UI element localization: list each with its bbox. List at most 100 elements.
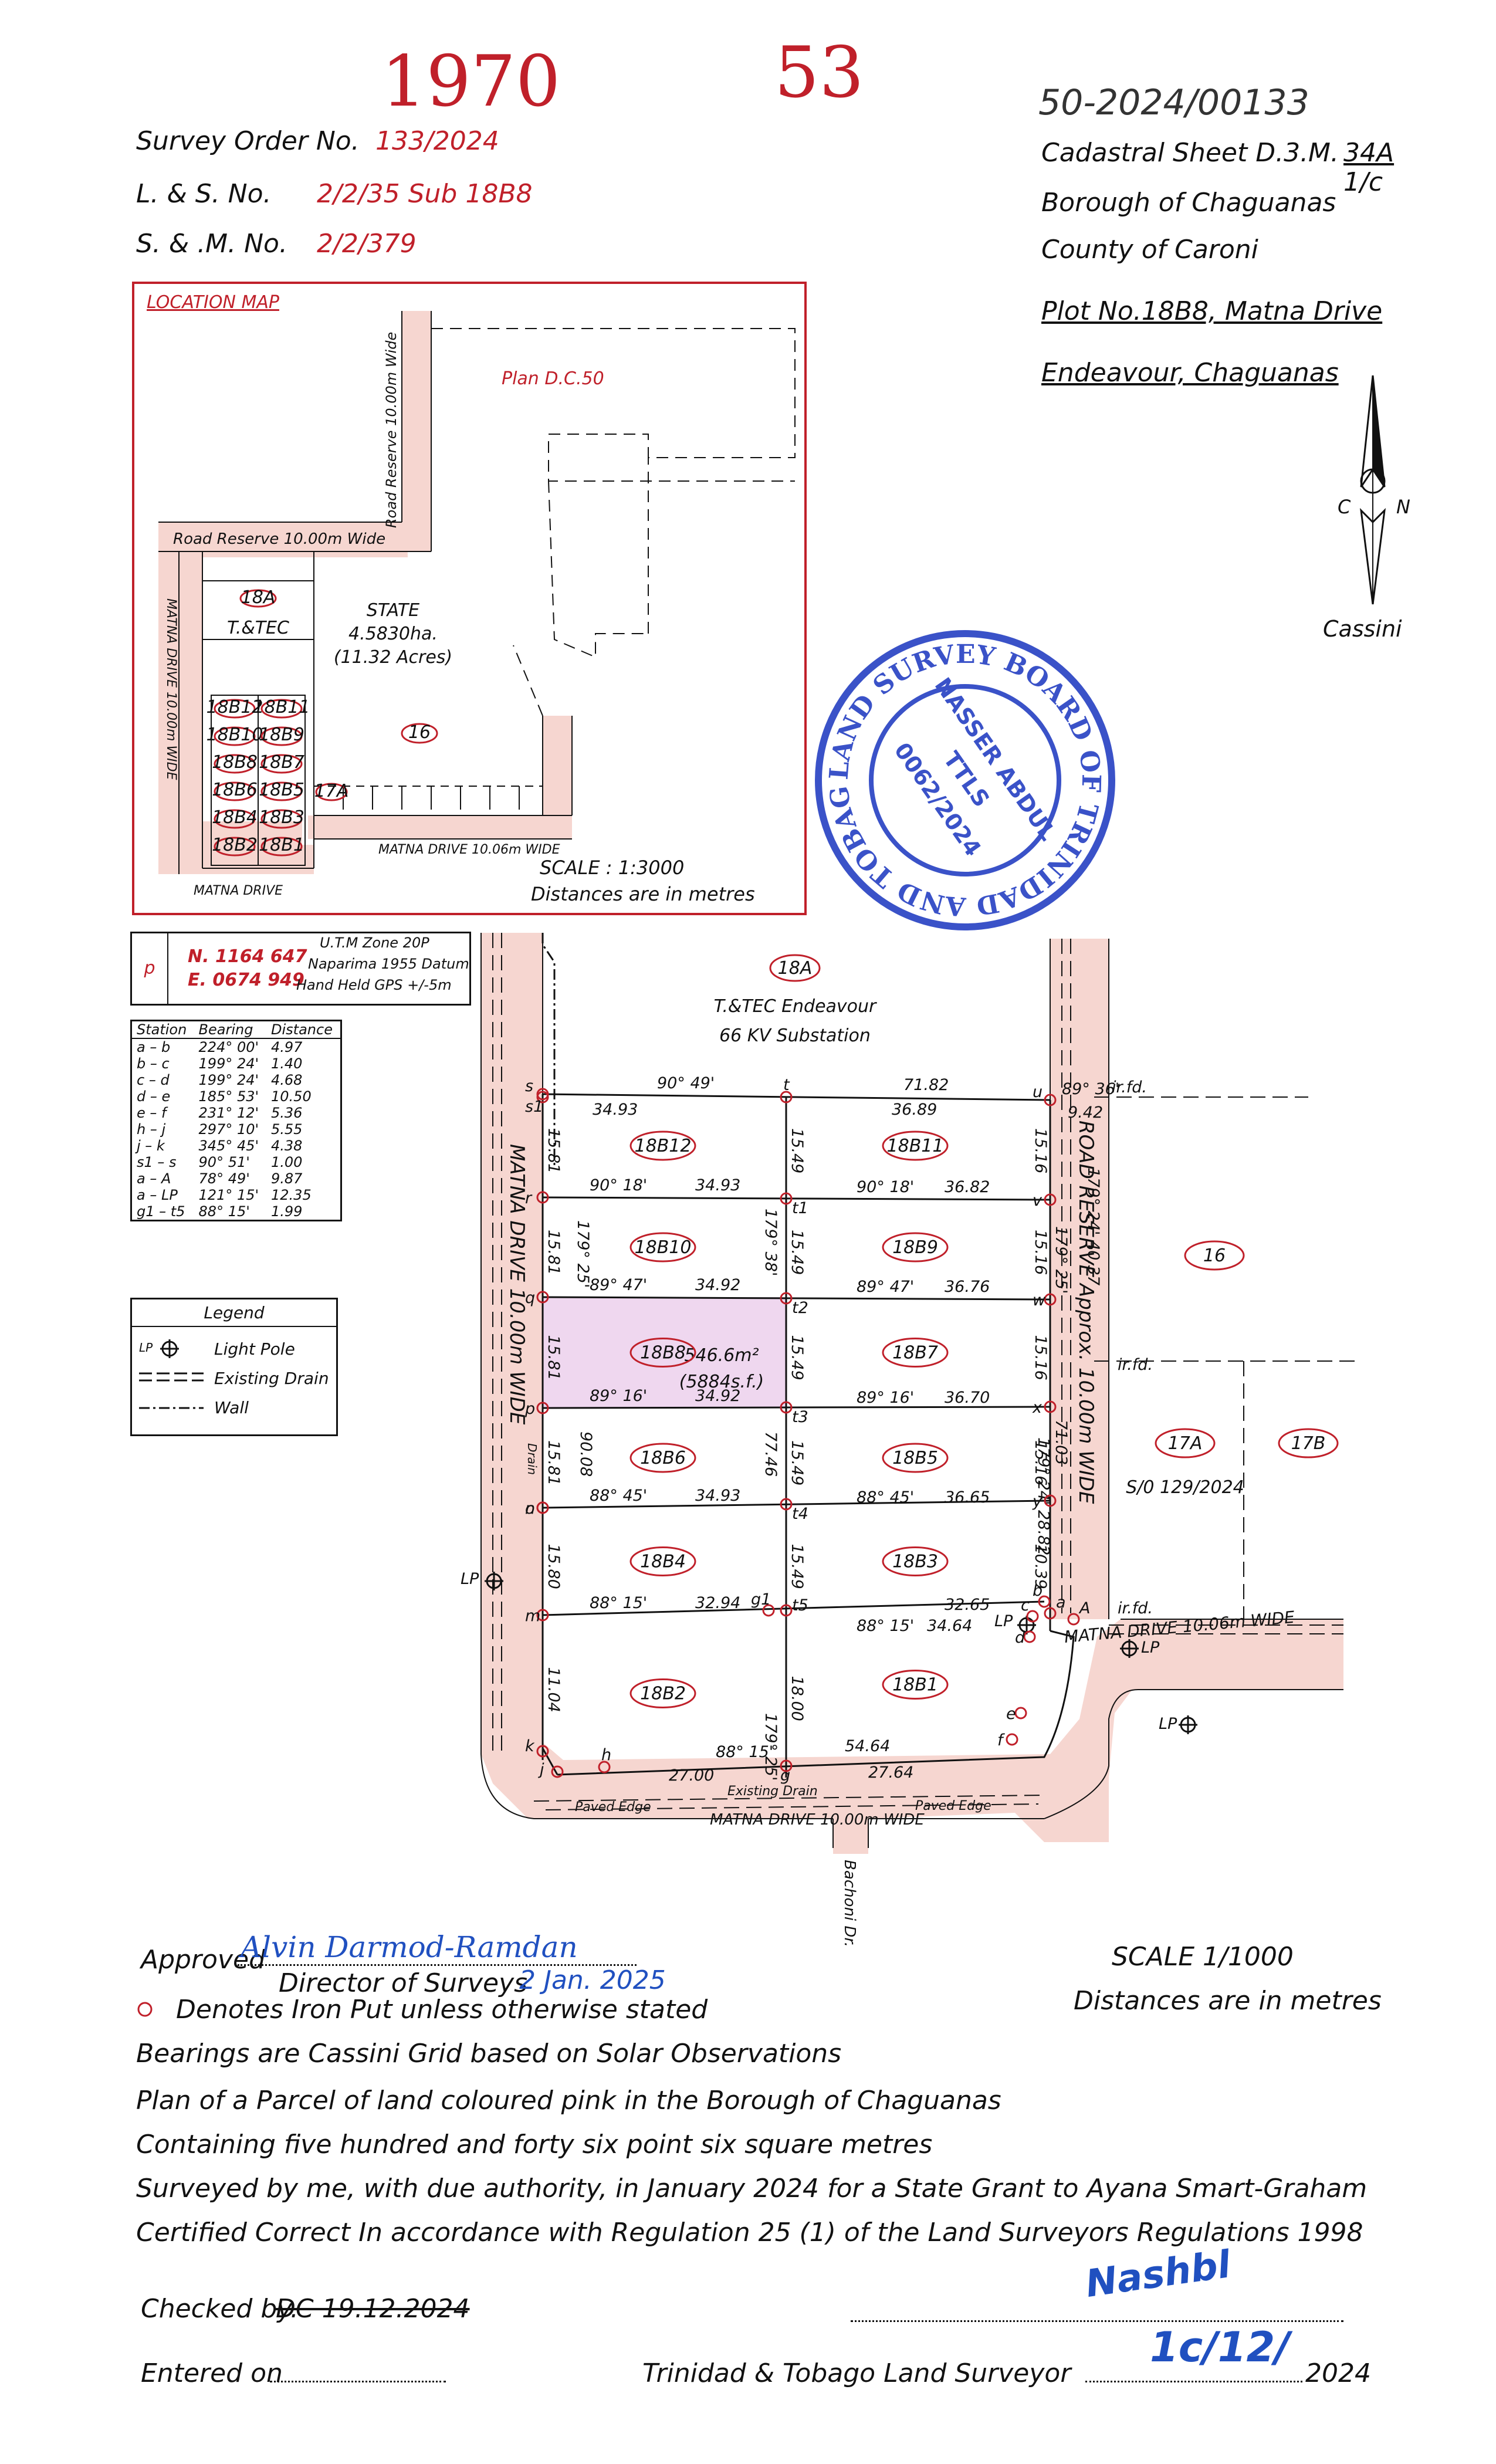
plan-bottom-right: 27.64: [868, 1764, 913, 1782]
approved-line: [238, 1964, 637, 1966]
iron-pin-icon: [780, 1759, 793, 1772]
plan-point-letter: t4: [792, 1505, 808, 1523]
bearing-station: d – e: [137, 1088, 171, 1105]
plan-point-letter: t: [783, 1076, 790, 1094]
loc-lot-oval: [260, 699, 303, 719]
plan-left-dist: 15.80: [544, 1544, 563, 1589]
loc-lot-label: 18B12: [207, 697, 263, 717]
entered-line: [270, 2381, 446, 2382]
bearing-distance: 5.36: [271, 1105, 303, 1121]
loc-lot-17a: 17A: [314, 781, 349, 801]
coordinate-box: p N. 1164 647 E. 0674 949 U.T.M Zone 20P…: [130, 932, 471, 1006]
plan-row-dist-right: 36.82: [945, 1178, 990, 1196]
plan-point-letter: p: [524, 1400, 535, 1418]
plan-so: S/0 129/2024: [1126, 1477, 1244, 1498]
iron-pin-icon: [780, 1292, 793, 1305]
plan-lot-oval: [882, 1670, 949, 1700]
plan-right-dist: 10.39: [1031, 1544, 1050, 1589]
approved-signature: Alvin Darmod-Ramdan: [241, 1930, 578, 1964]
plan-lot-label: 18B9: [892, 1237, 938, 1258]
plan-lot-label: 18B6: [640, 1448, 686, 1468]
legend-wall: Wall: [214, 1398, 249, 1417]
plan-point-letter: s: [525, 1077, 533, 1095]
loc-matna-bottom: MATNA DRIVE: [194, 884, 283, 898]
plan-row-dist-left: 34.92: [695, 1387, 740, 1405]
bearing-station: b – c: [137, 1055, 170, 1072]
plan-lot-label: 18B8: [640, 1343, 686, 1363]
plan-row-bearing-right: 90° 18': [857, 1178, 914, 1196]
iron-pin-icon: [536, 1609, 549, 1622]
cadastral-sheet: Cadastral Sheet D.3.M.: [1041, 138, 1339, 168]
bearings-note: Bearings are Cassini Grid based on Solar…: [136, 2039, 842, 2069]
bearing-station: a – A: [137, 1170, 171, 1187]
loc-plan-label: Plan D.C.50: [502, 368, 604, 389]
iron-pin-icon: [1044, 1400, 1057, 1413]
iron-pin-icon: [780, 1192, 793, 1205]
plan-point-letter: y: [1032, 1492, 1043, 1511]
existing-drain-icon: [139, 1372, 204, 1382]
bearing-distance: 10.50: [271, 1088, 312, 1105]
plan-left-total: 90.08: [577, 1431, 595, 1477]
plan-lot-label: 18B12: [635, 1136, 692, 1156]
loc-lot-oval: [214, 837, 256, 857]
loc-lot-oval: [214, 781, 256, 801]
plan-row-dist-right: 36.76: [945, 1278, 990, 1296]
coord-marker: p: [132, 933, 168, 1004]
plan-lot-oval: [629, 1232, 696, 1263]
bearing-table-header-distance: Distance: [271, 1021, 333, 1038]
coord-easting: E. 0674 949: [188, 970, 304, 990]
plan-row-dist-left: 34.93: [695, 1176, 740, 1194]
plan-paved-edge-left: Paved Edge: [575, 1800, 651, 1815]
wall-icon: [139, 1407, 204, 1409]
loc-lot-label: 18B1: [259, 835, 304, 855]
plan-lot-oval: [882, 1546, 949, 1576]
plan-paved-edge-right: Paved Edge: [915, 1799, 991, 1813]
bearing-table-header-bearing: Bearing: [198, 1021, 253, 1038]
bearing-station: c – d: [137, 1072, 170, 1088]
plan-mid-dist: 18.00: [788, 1676, 806, 1721]
iron-pin-icon: [780, 1604, 793, 1617]
loc-lot-oval: [260, 781, 303, 801]
plan-irfd-3: ir.fd.: [1118, 1599, 1153, 1617]
plan-area-m2: 546.6m²: [684, 1345, 759, 1366]
loc-lot-oval: [214, 699, 256, 719]
plan-row-bearing-right: 89° 47': [857, 1278, 914, 1296]
plan-substation: 66 KV Substation: [719, 1025, 871, 1046]
loc-lot-oval: [260, 726, 303, 746]
plan-point-letter: o: [525, 1500, 535, 1518]
plan-point-letter: t5: [792, 1596, 808, 1615]
loc-distances: Distances are in metres: [531, 883, 755, 905]
surveyor-label: Trinidad & Tobago Land Surveyor: [642, 2358, 1071, 2388]
plan-lot-oval: [882, 1338, 949, 1368]
loc-lot-16: 16: [408, 722, 431, 743]
plan-row-dist-left: 32.94: [695, 1594, 740, 1612]
plan-left-dist: 15.81: [544, 1230, 563, 1275]
plot-area: Endeavour, Chaguanas: [1041, 358, 1339, 388]
surveyor-date: 1c/12/: [1150, 2323, 1290, 2371]
north-n-label: N: [1396, 496, 1410, 518]
plan-existing-drain: Existing Drain: [727, 1784, 818, 1799]
bearing-value: 199° 24': [198, 1055, 259, 1072]
plan-lot-18a: 18A: [778, 958, 813, 979]
approved-label: Approved: [141, 1945, 266, 1975]
surveyor-line: [1085, 2381, 1302, 2382]
borough: Borough of Chaguanas: [1041, 188, 1336, 218]
sheet-number-left: 1970: [381, 41, 561, 123]
plan-drain: Drain: [525, 1443, 539, 1475]
light-pole-icon: [160, 1339, 179, 1358]
plan-point-letter: t1: [792, 1199, 808, 1217]
plan-lot-17a: 17A: [1168, 1433, 1203, 1454]
location-map: LOCATION MAP Road Reserve 10.00m Wide Ro…: [132, 282, 807, 915]
iron-pin-icon: [137, 2002, 153, 2017]
plan-bottom-row-dist: 34.64: [927, 1617, 972, 1635]
bearing-distance: 1.40: [271, 1055, 303, 1072]
plan-lot-label: 18B5: [892, 1448, 938, 1468]
plan-right-dist: 15.16: [1031, 1335, 1050, 1380]
plan-matna-left: MATNA DRIVE 10.00m WIDE: [505, 1144, 529, 1425]
director-date: 2 Jan. 2025: [519, 1965, 666, 1995]
plan-top-bearing: 90° 49': [657, 1074, 715, 1092]
